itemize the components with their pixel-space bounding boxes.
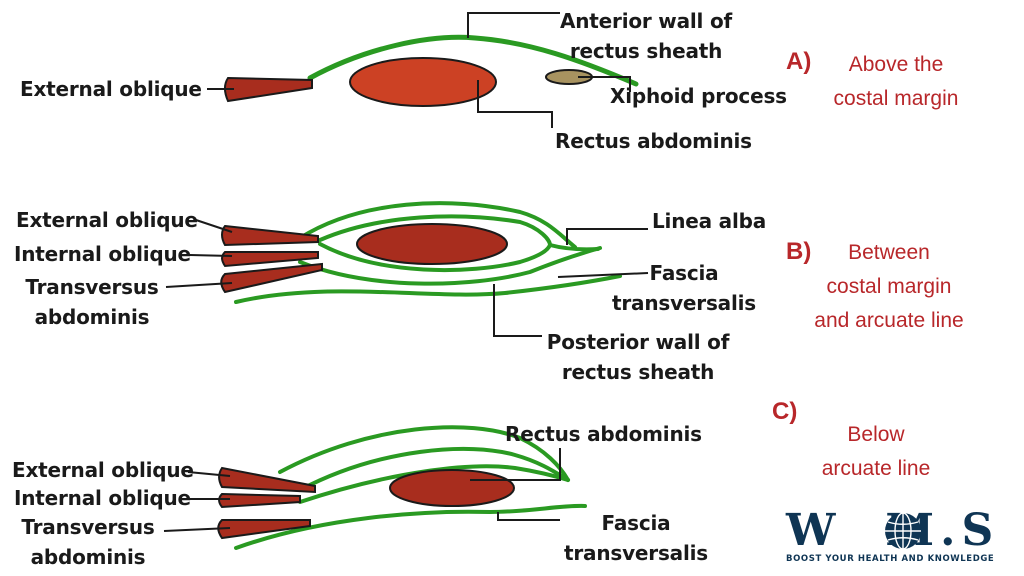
label-posterior-wall-line-2: rectus sheath: [561, 360, 715, 384]
label-external-oblique-b: External oblique: [16, 208, 198, 232]
label-anterior-wall-line-2: rectus sheath: [569, 39, 723, 63]
label-xiphoid-process: Xiphoid process: [610, 84, 787, 108]
leader-xiphoid: [578, 76, 631, 92]
section-b-title-line-2: costal margin: [826, 275, 952, 298]
label-transversus-b: Transversus abdominis: [22, 272, 162, 332]
section-a-letter: A): [786, 48, 812, 75]
sheath-inner-bottom-b: [318, 242, 552, 273]
label-fascia-c-line-1: Fascia: [601, 511, 671, 535]
transversus-muscle-b: [220, 262, 323, 294]
label-transversus-b-line-2: abdominis: [34, 305, 150, 329]
sheath-outer-bottom-b: [298, 246, 602, 286]
leader-transversus-c: [163, 527, 231, 532]
label-fascia-b: Fascia transversalis: [604, 258, 764, 318]
transversus-muscle-c: [217, 519, 311, 540]
label-internal-oblique-b: Internal oblique: [14, 242, 191, 266]
label-anterior-wall-line-1: Anterior wall of: [559, 9, 732, 33]
section-b-title-line-1: Between: [848, 241, 930, 264]
sheath-layer-3-c: [298, 464, 570, 504]
label-external-oblique-c: External oblique: [12, 458, 194, 482]
label-fascia-b-line-2: transversalis: [612, 291, 756, 315]
logo-tagline: BOOST YOUR HEALTH AND KNOWLEDGE: [786, 554, 995, 564]
rectus-abdominis-muscle-b: [356, 223, 508, 265]
section-c-drawing: [163, 425, 587, 550]
label-rectus-abdominis-c: Rectus abdominis: [505, 422, 702, 446]
linea-alba-line: [548, 243, 600, 252]
section-a-title: Above the costal margin: [806, 48, 986, 116]
fascia-transversalis-line-c: [234, 503, 587, 550]
label-internal-oblique-c: Internal oblique: [14, 486, 191, 510]
sheath-inner-top-b: [318, 214, 552, 247]
internal-oblique-muscle-c: [218, 492, 301, 509]
external-oblique-muscle-b: [221, 224, 319, 247]
sheath-layer-1-c: [278, 425, 570, 482]
section-b-drawing: [165, 201, 649, 337]
sheath-layer-2-c: [298, 446, 570, 492]
section-a-title-line-1: Above the: [848, 53, 944, 76]
label-fascia-b-line-1: Fascia: [649, 261, 719, 285]
logo-word-left: W: [786, 505, 842, 556]
label-linea-alba: Linea alba: [652, 209, 767, 233]
anterior-wall-sheath-a: [307, 34, 639, 87]
section-a-drawing: [207, 12, 639, 128]
section-b-title: Between costal margin and arcuate line: [786, 236, 992, 338]
label-anterior-wall: Anterior wall of rectus sheath: [556, 6, 736, 66]
label-external-oblique-a: External oblique: [20, 77, 202, 101]
leader-anterior-wall: [467, 12, 560, 38]
rectus-abdominis-muscle-a: [349, 57, 497, 107]
label-posterior-wall: Posterior wall of rectus sheath: [538, 327, 738, 387]
sheath-outer-top-b: [298, 201, 577, 249]
section-b-title-line-3: and arcuate line: [814, 309, 964, 332]
fascia-transversalis-line-b: [234, 274, 622, 304]
external-oblique-muscle-c: [218, 466, 316, 494]
rectus-abdominis-muscle-c: [389, 469, 515, 507]
label-posterior-wall-line-1: Posterior wall of: [546, 330, 730, 354]
leader-rectus-a: [477, 80, 553, 128]
label-transversus-c-line-1: Transversus: [21, 515, 155, 539]
external-oblique-muscle-a: [224, 76, 313, 103]
internal-oblique-muscle-b: [221, 251, 319, 268]
leader-external-oblique-b: [195, 219, 233, 233]
leader-fascia-b: [557, 272, 649, 278]
section-c-title-line-2: arcuate line: [821, 457, 931, 480]
label-fascia-c: Fascia transversalis: [556, 508, 716, 568]
section-b-letter: B): [786, 238, 812, 265]
section-c-letter: C): [772, 398, 798, 425]
section-c-title: Below arcuate line: [786, 418, 966, 486]
leader-rectus-c: [470, 448, 561, 481]
leader-posterior-wall: [493, 284, 542, 337]
leader-transversus-b: [165, 282, 233, 288]
label-transversus-b-line-1: Transversus: [25, 275, 159, 299]
label-rectus-abdominis-a: Rectus abdominis: [555, 129, 752, 153]
label-transversus-c-line-2: abdominis: [30, 545, 146, 569]
label-fascia-c-line-2: transversalis: [564, 541, 708, 565]
label-transversus-c: Transversus abdominis: [18, 512, 158, 572]
leader-external-oblique-c: [187, 471, 231, 477]
globe-icon: [885, 512, 921, 550]
leader-internal-oblique-b: [189, 254, 233, 257]
leader-fascia-c: [497, 512, 560, 521]
section-a-title-line-2: costal margin: [833, 87, 959, 110]
leader-linea-alba: [566, 228, 648, 245]
section-c-title-line-1: Below: [847, 423, 905, 446]
